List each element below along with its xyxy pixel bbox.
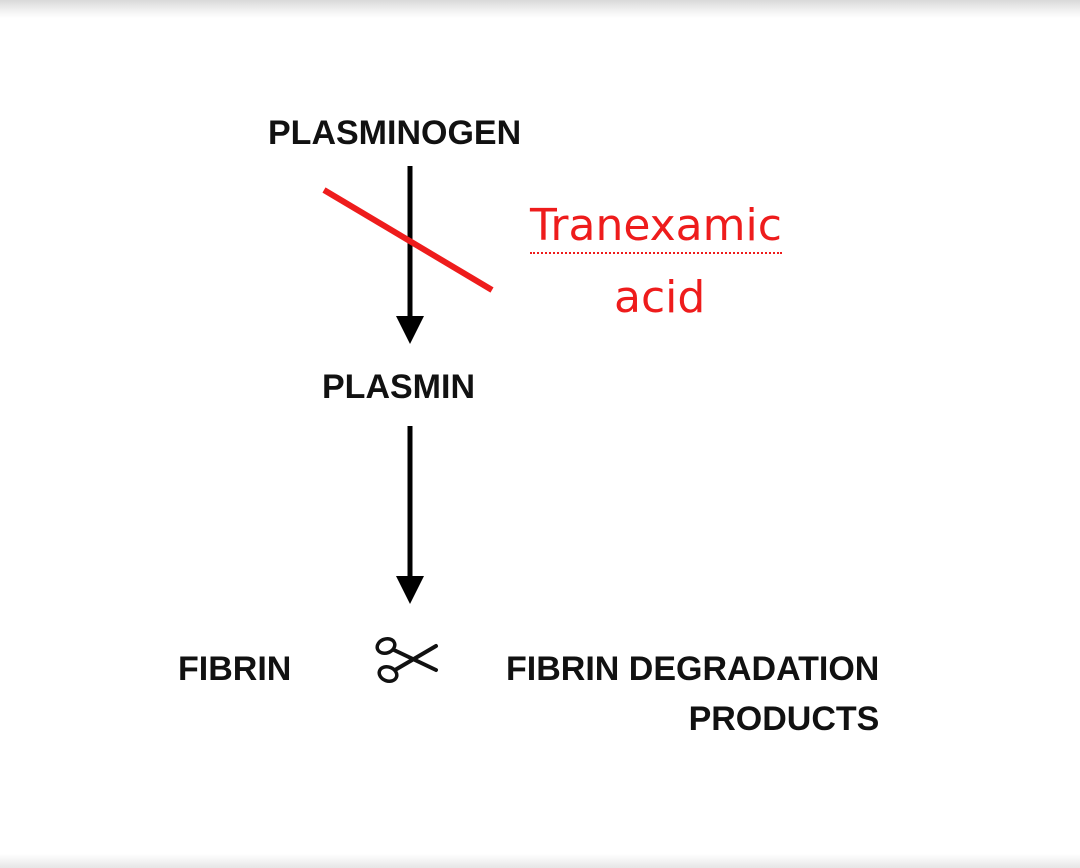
arrow-plasmin-to-fibrin — [396, 426, 424, 604]
arrow-plasminogen-to-plasmin — [396, 166, 424, 344]
node-plasmin: PLASMIN — [322, 368, 475, 406]
fdp-line1: FIBRIN DEGRADATION — [506, 650, 880, 688]
inhibition-bar — [322, 187, 494, 293]
inhibitor-label-line2: acid — [614, 272, 706, 323]
top-shade — [0, 0, 1080, 18]
node-fibrin-degradation-products: FIBRIN DEGRADATION PRODUCTS — [506, 644, 879, 744]
node-fibrin: FIBRIN — [178, 650, 292, 688]
scissors-icon — [375, 636, 438, 684]
node-plasminogen: PLASMINOGEN — [268, 114, 522, 152]
fdp-line2: PRODUCTS — [688, 700, 880, 738]
bottom-shade — [0, 854, 1080, 868]
inhibitor-label-line1: Tranexamic — [530, 204, 782, 254]
